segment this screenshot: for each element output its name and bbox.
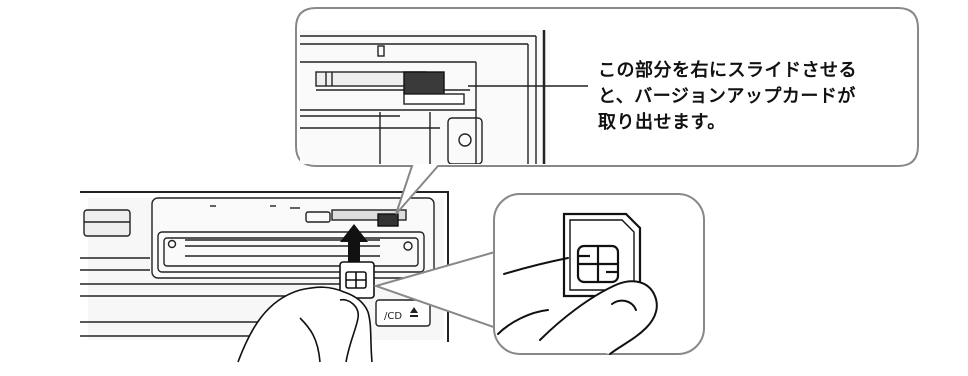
- hand-large: [497, 257, 658, 355]
- disc-button-label: /CD: [384, 311, 403, 322]
- zoom-detail-mechanism: [300, 30, 588, 164]
- hand-small: [237, 286, 373, 363]
- eject-icon: [410, 307, 418, 317]
- sim-card-icon: [562, 212, 642, 298]
- callout-instruction-text: この部分を右にスライドさせる と、バージョンアップカードが 取り出せます。: [598, 60, 857, 133]
- head-unit: [80, 191, 449, 342]
- up-arrow-icon: [340, 224, 368, 262]
- sim-card-small: [339, 261, 375, 299]
